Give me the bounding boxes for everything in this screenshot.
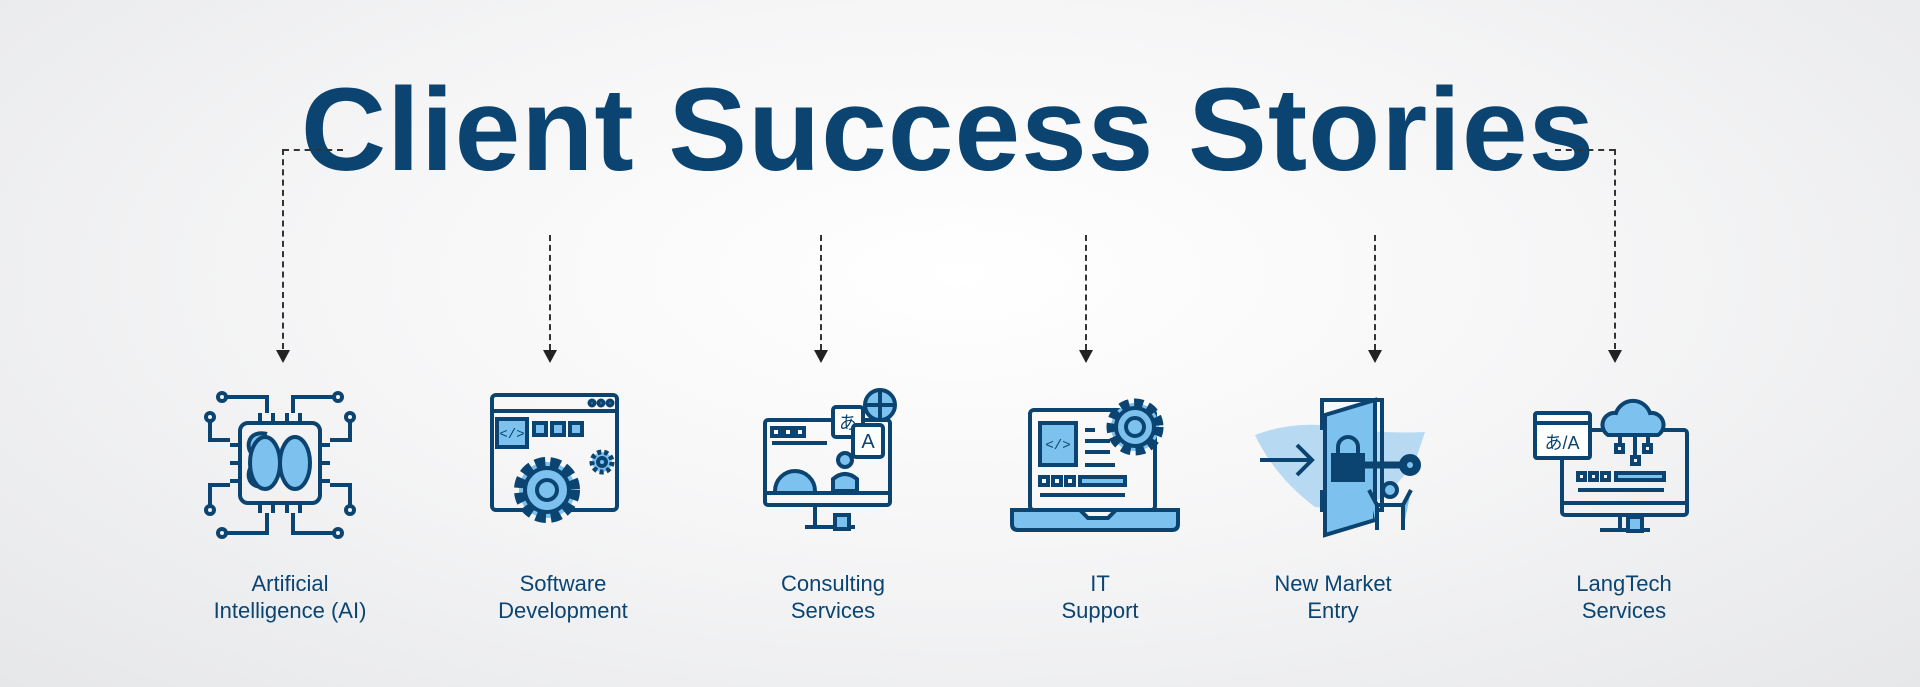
label-line: IT xyxy=(1090,571,1110,596)
svg-text:</>: </> xyxy=(1045,438,1070,454)
svg-text:あ/A: あ/A xyxy=(1544,433,1579,453)
arrow-head xyxy=(276,350,290,363)
label-line: Services xyxy=(790,598,876,623)
label-line: Services xyxy=(1581,598,1667,623)
connector-left xyxy=(283,149,343,151)
label-line: Entry xyxy=(1307,598,1359,623)
svg-text:</>: </> xyxy=(499,427,524,443)
label-line: Consulting xyxy=(781,571,885,596)
connector-langtech xyxy=(1614,149,1616,349)
arrow-head xyxy=(1368,350,1382,363)
arrow-head xyxy=(543,350,557,363)
ai-chip-brain-icon xyxy=(204,391,356,539)
arrow-head xyxy=(1079,350,1093,363)
label-line: New Market xyxy=(1274,571,1392,596)
connector-market xyxy=(1374,235,1376,350)
label-line: Support xyxy=(1061,598,1139,623)
connector-consulting xyxy=(820,235,822,350)
arrow-head xyxy=(814,350,828,363)
cloud-monitor-translation-icon: あ/A xyxy=(1533,398,1689,533)
arrow-head xyxy=(1608,350,1622,363)
connector-right xyxy=(1555,149,1615,151)
consulting-monitor-translation-icon: あ A xyxy=(763,388,897,531)
label-line: LangTech xyxy=(1576,571,1672,596)
connector-it xyxy=(1085,235,1087,350)
software-window-gear-icon: </> xyxy=(490,393,619,523)
label-line: Artificial xyxy=(251,571,329,596)
page-title: Client Success Stories xyxy=(300,64,1596,196)
connector-software xyxy=(549,235,551,350)
label-line: Software xyxy=(519,571,607,596)
label-line: Intelligence (AI) xyxy=(213,598,367,623)
connector-ai xyxy=(282,149,284,349)
laptop-gear-icon: </> xyxy=(1010,398,1180,532)
svg-text:A: A xyxy=(861,431,875,453)
door-key-world-icon xyxy=(1255,397,1425,538)
label-line: Development xyxy=(498,598,628,623)
